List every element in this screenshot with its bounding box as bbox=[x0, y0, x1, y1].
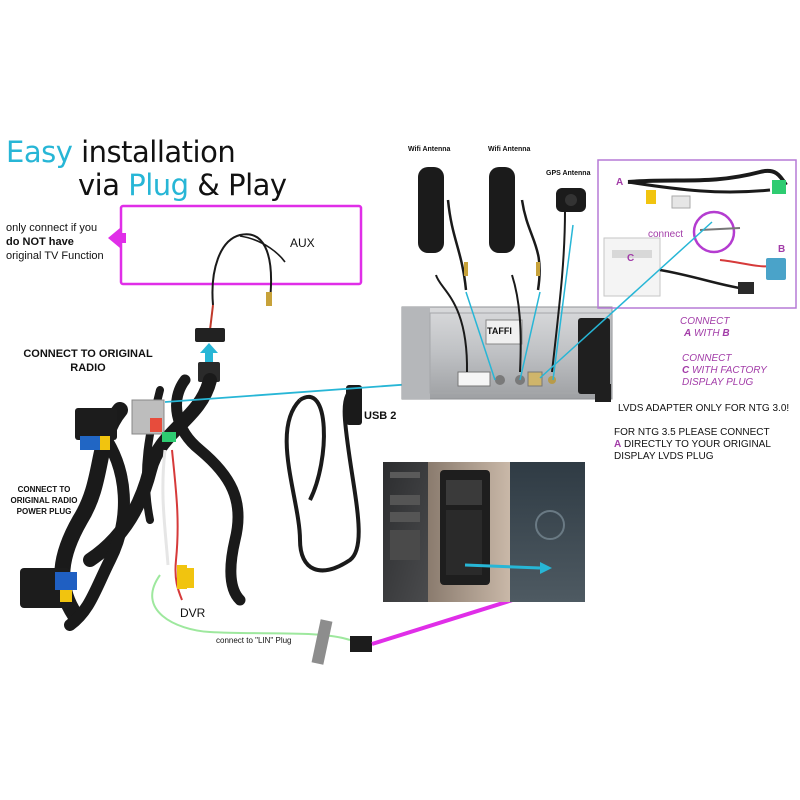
lvds-adapter-box bbox=[603, 237, 661, 297]
aux-label: AUX bbox=[290, 236, 315, 250]
title-line-1: Easy installation bbox=[6, 135, 236, 169]
usb2-connector bbox=[346, 385, 362, 425]
connect-radio-power-label: CONNECT TO ORIGINAL RADIO POWER PLUG bbox=[10, 485, 78, 516]
lin-plug bbox=[311, 619, 333, 665]
lin-plug-label: connect to "LIN" Plug bbox=[216, 636, 292, 645]
arrow-up-icon bbox=[200, 343, 218, 353]
wifi-antenna-1-label: Wifi Antenna bbox=[408, 146, 451, 153]
installation-photo bbox=[383, 462, 585, 602]
title-line-2: via Plug & Play bbox=[78, 168, 287, 202]
lvds-inset-frame bbox=[597, 159, 797, 309]
tv-function-frame bbox=[119, 204, 363, 286]
dvr-label: DVR bbox=[180, 606, 206, 620]
wifi-antenna-2-label: Wifi Antenna bbox=[488, 146, 531, 153]
instruction-lvds-only: LVDS ADAPTER ONLY FOR NTG 3.0! bbox=[618, 403, 790, 414]
tv-function-note: only connect if you do NOT have original… bbox=[6, 222, 104, 262]
wifi-antenna-2 bbox=[489, 167, 515, 253]
inset-a-label: A bbox=[616, 177, 624, 188]
connector-b bbox=[766, 258, 786, 280]
inset-connect-label: connect bbox=[648, 229, 684, 240]
gps-antenna-label: GPS Antenna bbox=[546, 170, 591, 177]
wifi-antenna-1 bbox=[418, 167, 444, 253]
inset-b-label: B bbox=[778, 244, 786, 255]
instruction-ntg35: FOR NTG 3.5 PLEASE CONNECT A DIRECTLY TO… bbox=[614, 427, 771, 462]
connect-original-radio-label: CONNECT TO ORIGINAL RADIO bbox=[23, 348, 153, 374]
tv-arrow-icon bbox=[108, 228, 120, 248]
radio-connector bbox=[75, 408, 117, 440]
lin-connector bbox=[350, 636, 372, 652]
instruction-connect-ab: CONNECT A WITH B bbox=[680, 316, 730, 339]
head-unit bbox=[401, 306, 613, 402]
aux-connector bbox=[195, 328, 225, 342]
connect-circle bbox=[692, 210, 736, 254]
dvr-rca-connector bbox=[177, 565, 187, 589]
usb2-label: USB 2 bbox=[364, 410, 397, 422]
inset-c-label: C bbox=[627, 253, 635, 264]
unit-brand-label: TAFFI bbox=[487, 326, 512, 336]
instruction-connect-c: CONNECT C WITH FACTORY DISPLAY PLUG bbox=[682, 353, 767, 388]
